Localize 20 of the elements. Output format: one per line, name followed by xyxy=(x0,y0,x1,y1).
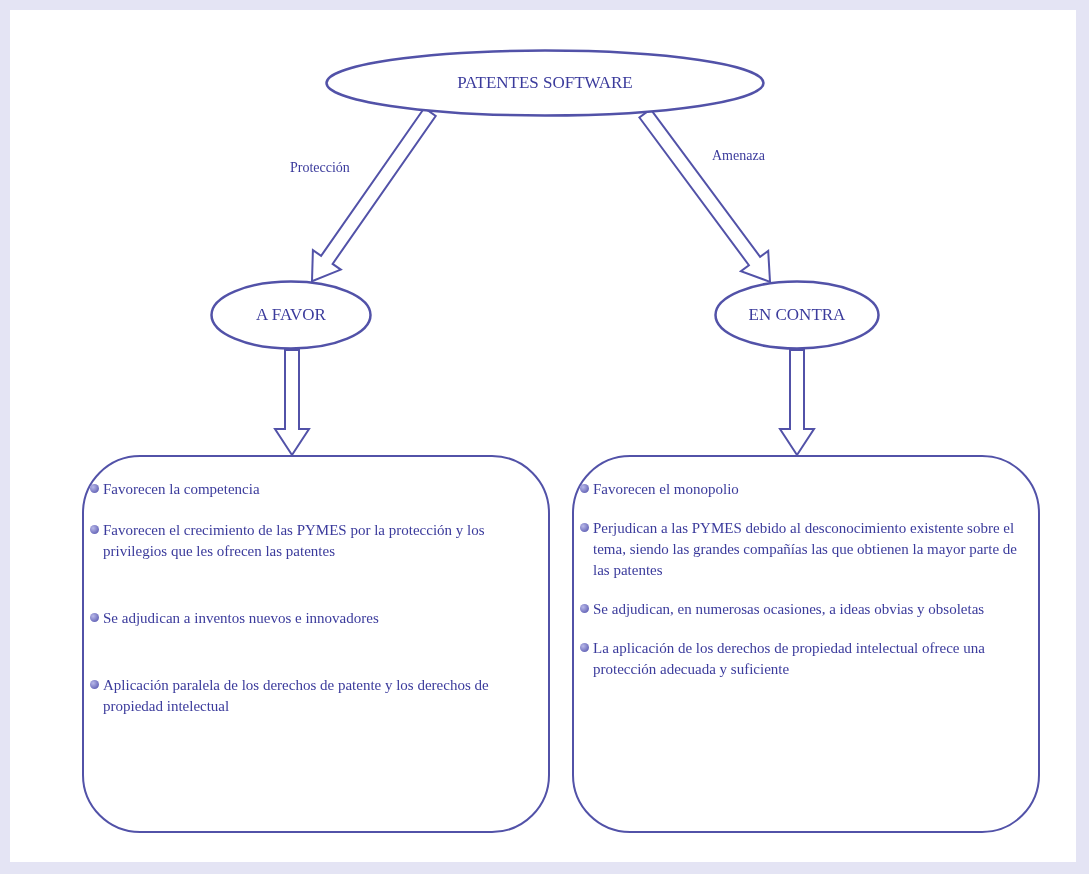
list-item: Se adjudican a inventos nuevos e innovadores xyxy=(103,609,379,628)
ellipse-label: A FAVOR xyxy=(256,305,326,325)
topic-ellipse xyxy=(325,49,765,117)
list-item: Se adjudican, en numerosas ocasiones, a ideas obvias y obsoletas xyxy=(593,600,985,619)
ellipse-label: PATENTES SOFTWARE xyxy=(457,73,633,93)
topic-ellipse xyxy=(210,280,372,350)
edge-label: Amenaza xyxy=(712,148,765,164)
list-item: Favorecen la competencia xyxy=(103,480,260,499)
list-item: Favorecen el crecimiento de las PYMES por la protección y los privilegios que les ofrecen las patentes xyxy=(103,521,486,561)
ellipse-label: EN CONTRA xyxy=(748,305,846,325)
list-box xyxy=(82,455,550,833)
list-item: Perjudican a las PYMES debido al desconocimiento existente sobre el tema, siendo las grandes compañías las que obtienen la mayor parte de las patentes xyxy=(593,519,1019,580)
edge-label: Protección xyxy=(290,160,350,176)
block-arrow xyxy=(778,349,816,457)
list-item: Aplicación paralela de los derechos de patente y los derechos de propiedad intelectual xyxy=(103,676,490,716)
block-arrow xyxy=(273,349,311,457)
topic-ellipse xyxy=(714,280,880,350)
list-item: Favorecen el monopolio xyxy=(593,480,739,499)
list-item: La aplicación de los derechos de propiedad intelectual ofrece una protección adecuada y suficiente xyxy=(593,639,986,679)
list-box xyxy=(572,455,1040,833)
